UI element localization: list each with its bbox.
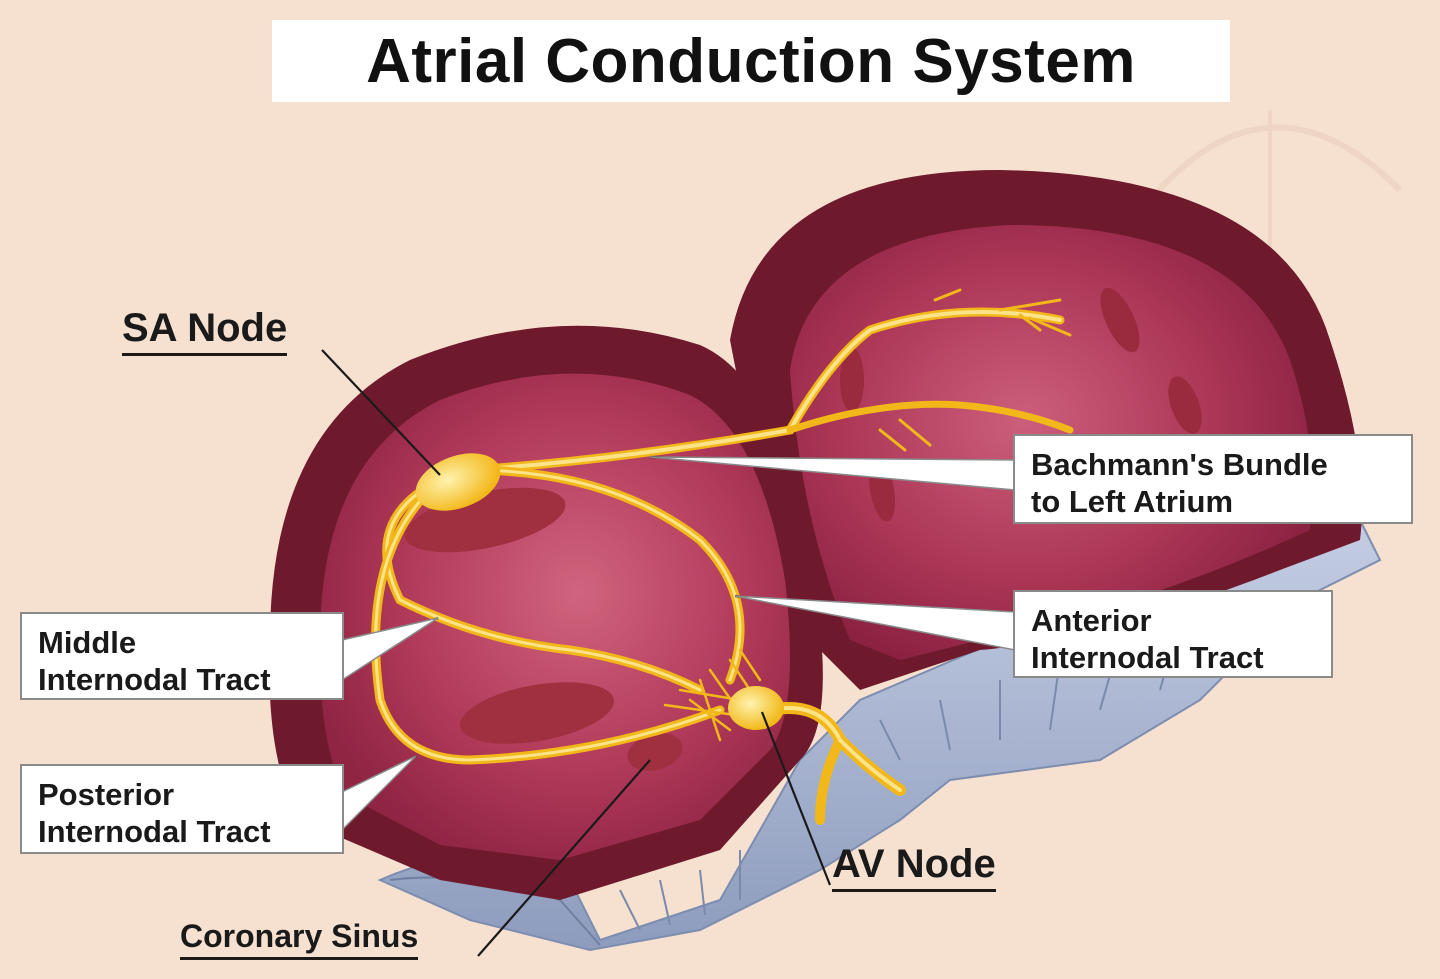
anterior-label-line1: Anterior	[1031, 603, 1152, 638]
coronary-sinus-label: Coronary Sinus	[180, 918, 419, 960]
middle-internodal-label: Middle Internodal Tract	[20, 612, 344, 700]
conduction-pathways	[371, 288, 1074, 825]
middle-label-line2: Internodal Tract	[38, 662, 271, 697]
av-node-label: AV Node	[832, 842, 996, 892]
anterior-internodal-label: Anterior Internodal Tract	[1013, 590, 1333, 678]
middle-label-line1: Middle	[38, 625, 137, 660]
bachmann-bundle-label: Bachmann's Bundle to Left Atrium	[1013, 434, 1413, 524]
watermark	[1147, 110, 1403, 260]
anterior-label-line2: Internodal Tract	[1031, 640, 1264, 675]
callout-wedges	[341, 456, 1016, 832]
posterior-internodal-label: Posterior Internodal Tract	[20, 764, 344, 854]
right-atrium	[269, 325, 823, 900]
av-node-shape	[728, 686, 784, 730]
sa-node-label: SA Node	[122, 306, 288, 356]
coronary-sinus-leader	[477, 759, 651, 957]
bachmann-label-line2: to Left Atrium	[1031, 484, 1234, 519]
title-banner: Atrial Conduction System	[272, 20, 1230, 102]
page-title: Atrial Conduction System	[366, 26, 1136, 96]
sa-node-leader	[321, 349, 441, 476]
bachmann-label-line1: Bachmann's Bundle	[1031, 447, 1328, 482]
av-node-leader	[760, 711, 832, 886]
posterior-label-line1: Posterior	[38, 777, 175, 812]
sa-node-shape	[415, 453, 501, 511]
posterior-label-line2: Internodal Tract	[38, 814, 271, 849]
